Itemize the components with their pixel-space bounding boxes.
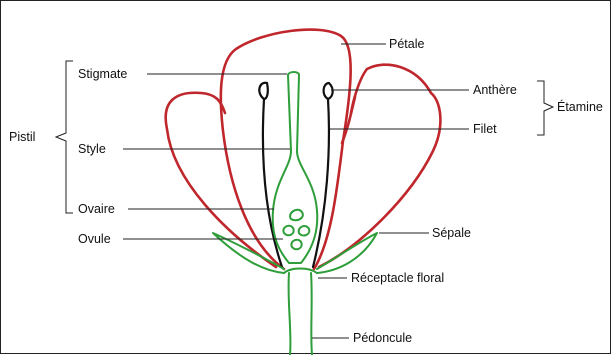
label-sepale: Sépale [432, 226, 471, 240]
left-anther [259, 83, 268, 99]
etamine-bracket [537, 81, 553, 135]
label-ovule: Ovule [78, 232, 111, 246]
label-style: Style [78, 142, 106, 156]
leader-lines [123, 44, 469, 338]
peduncle-right [311, 273, 312, 355]
right-anther [324, 83, 333, 99]
label-pistil: Pistil [9, 130, 35, 144]
pistil-and-stem [213, 72, 377, 355]
label-receptacle: Réceptacle floral [351, 271, 444, 285]
label-ovaire: Ovaire [78, 202, 115, 216]
style [273, 72, 318, 263]
peduncle-left [289, 273, 291, 355]
label-filet: Filet [473, 122, 497, 136]
label-anthere: Anthère [473, 83, 517, 97]
label-pedoncule: Pédoncule [353, 331, 412, 345]
ovule-top [290, 210, 303, 221]
ovule-right [299, 226, 310, 235]
ovule-bottom [291, 240, 301, 250]
right-petal [319, 65, 440, 267]
label-etamine: Étamine [557, 100, 603, 114]
ovule-left [283, 226, 293, 236]
label-stigmate: Stigmate [78, 67, 127, 81]
pistil-bracket [56, 61, 73, 213]
label-petale: Pétale [389, 37, 424, 51]
